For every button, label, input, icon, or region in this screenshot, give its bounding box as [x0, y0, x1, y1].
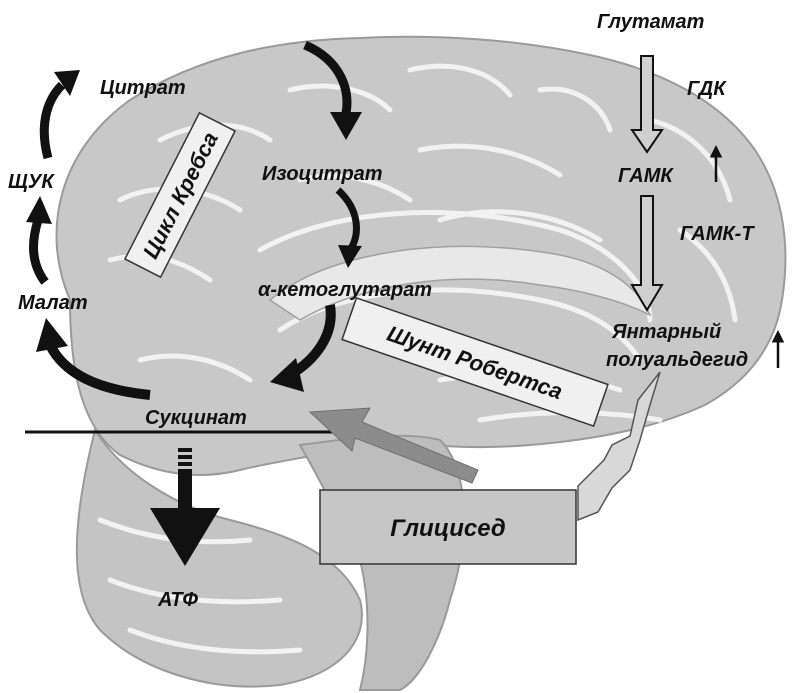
ssa-label-line1: Янтарный — [611, 321, 721, 343]
malate-label: Малат — [18, 292, 88, 314]
arrow-shuk-citrate — [44, 85, 62, 158]
arrowhead — [26, 196, 52, 224]
glycised-label: Глицисед — [390, 515, 505, 542]
gaba-t-label: ГАМК-Т — [680, 223, 755, 245]
ssa-label-line2: полуальдегид — [606, 349, 748, 371]
arrowhead — [36, 318, 68, 352]
arrow-malate-shuk — [34, 220, 45, 282]
glycised-box: Глицисед — [320, 490, 576, 564]
succinate-label: Сукцинат — [145, 407, 247, 429]
gaba-label: ГАМК — [618, 165, 674, 187]
citrate-label: Цитрат — [100, 77, 186, 99]
oxaloacetate-label: ЩУК — [8, 171, 55, 193]
alpha-ketoglutarate-label: α-кетоглутарат — [258, 279, 432, 301]
atp-label: АТФ — [157, 589, 198, 611]
gdk-label: ГДК — [687, 78, 727, 100]
isocitrate-label: Изоцитрат — [262, 163, 383, 185]
glutamate-label: Глутамат — [597, 11, 704, 33]
